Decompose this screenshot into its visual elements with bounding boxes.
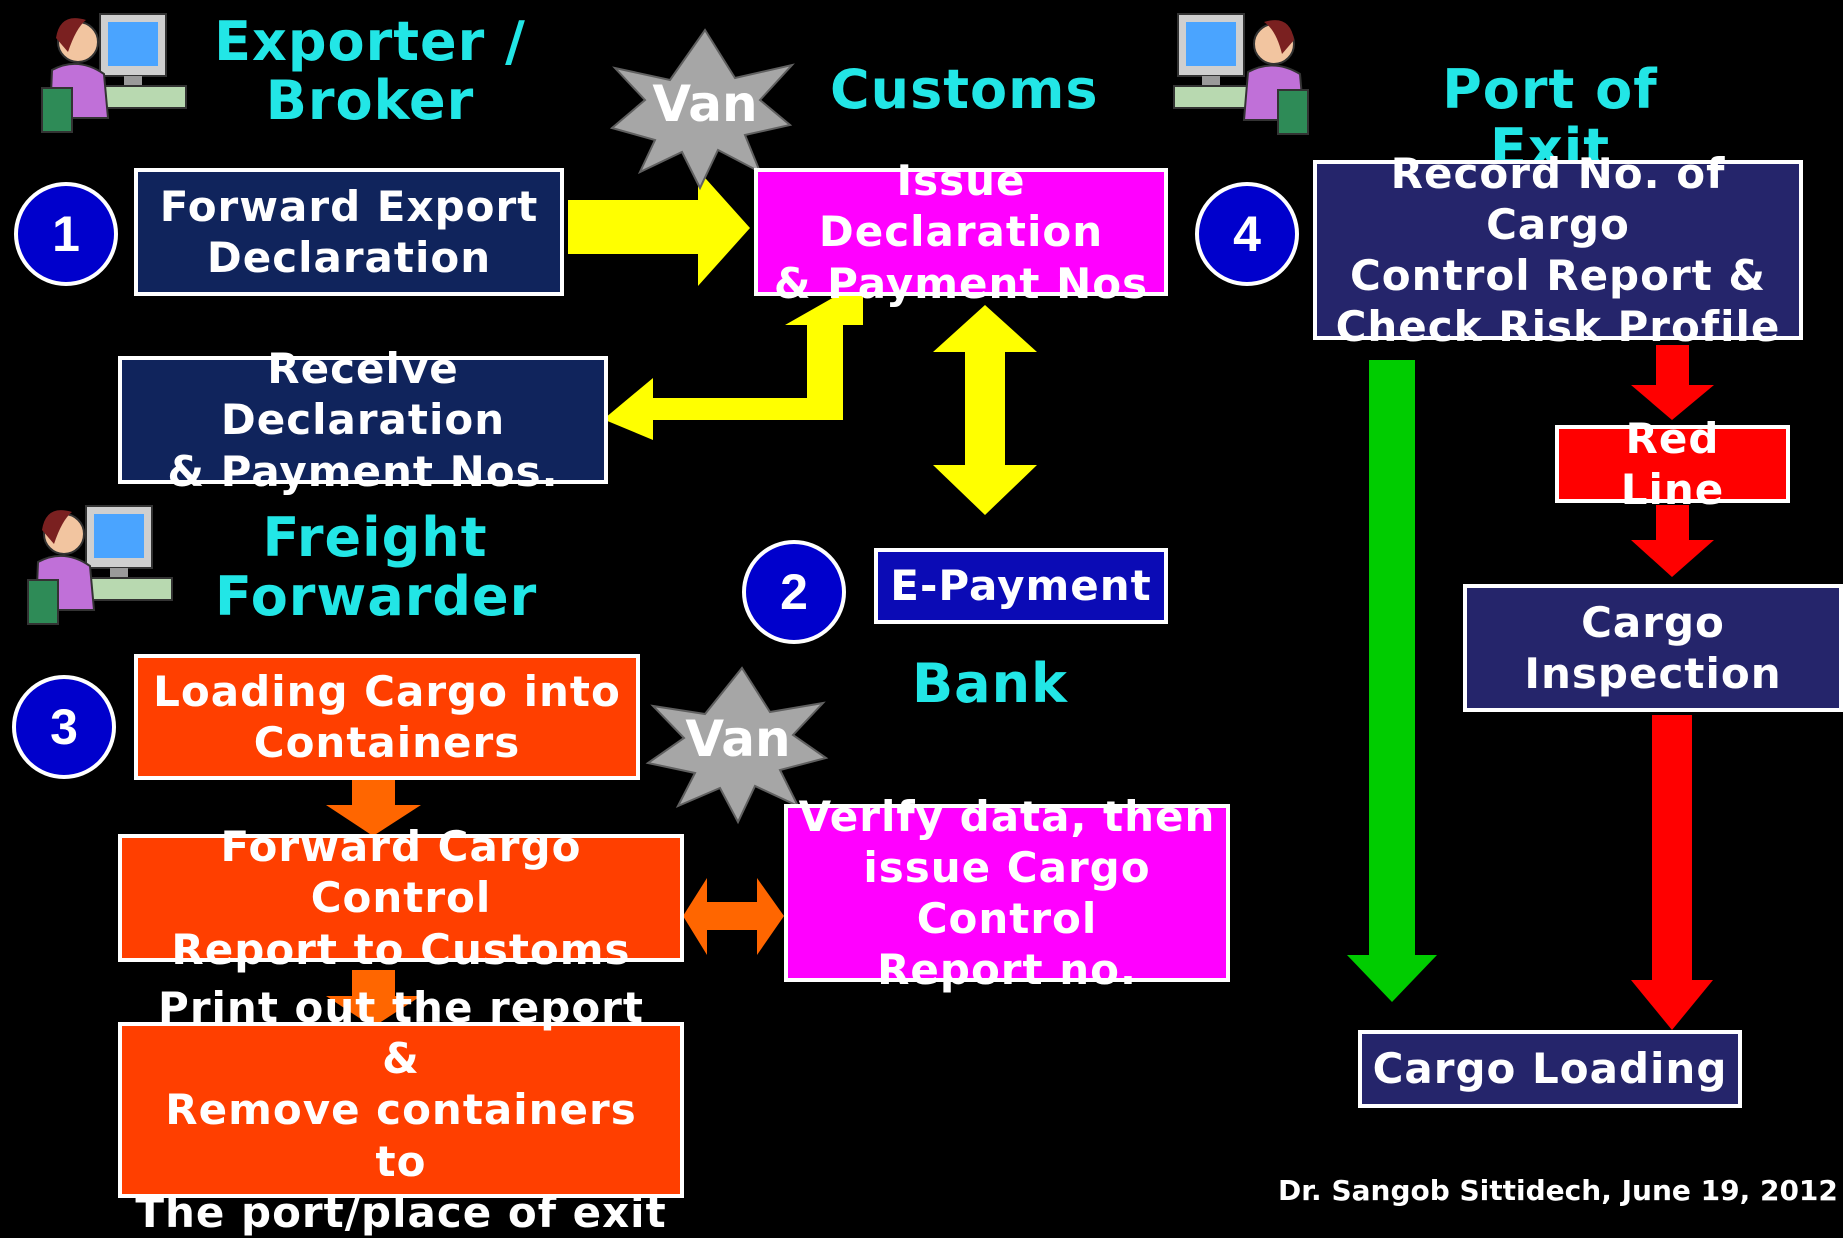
arrow-customs-bank	[933, 305, 1037, 515]
box-e-payment: E-Payment	[874, 548, 1168, 624]
arrow-forward-verify	[683, 878, 784, 955]
box-forward-cargo-control: Forward Cargo Control Report to Customs	[118, 822, 684, 974]
box-record-number: Record No. of Cargo Control Report & Che…	[1313, 149, 1803, 351]
arrow-forward-to-print	[326, 970, 421, 1027]
arrow-green-to-loading	[1347, 360, 1437, 1002]
heading-exporter-broker: Exporter / Broker	[214, 10, 526, 133]
arrow-redline-to-inspection	[1631, 505, 1714, 577]
box-cargo-loading: Cargo Loading	[1358, 1030, 1742, 1108]
heading-customs: Customs	[830, 58, 1099, 121]
heading-bank: Bank	[912, 652, 1068, 715]
footer-credit: Dr. Sangob Sittidech, June 19, 2012	[1278, 1174, 1838, 1207]
box-forward-export-declaration: Forward Export Declaration	[134, 168, 564, 296]
box-receive-declaration: Receive Declaration & Payment Nos.	[118, 344, 608, 496]
van-label: Van	[685, 710, 791, 768]
arrow-loading-to-forward	[326, 778, 421, 836]
heading-freight-forwarder: Freight Forwarder	[215, 506, 538, 629]
person-at-computer-icon	[27, 505, 173, 625]
arrow-record-to-redline	[1631, 345, 1714, 420]
starburst-van-icon	[645, 666, 829, 825]
step-number-3: 3	[12, 675, 116, 779]
flow-arrows	[27, 13, 1714, 1030]
box-red-line: Red Line	[1555, 414, 1790, 514]
step-number-4: 4	[1195, 182, 1299, 286]
starburst-van-icon	[609, 28, 795, 191]
box-loading-cargo: Loading Cargo into Containers	[134, 654, 640, 780]
van-label: Van	[652, 75, 758, 133]
person-at-computer-icon	[41, 13, 187, 133]
step-number-2: 2	[742, 540, 846, 644]
box-print-report: Print out the report & Remove containers…	[118, 983, 684, 1237]
arrow-export-to-customs	[568, 170, 750, 286]
box-verify-data: Verify data, then issue Cargo Control Re…	[784, 792, 1230, 994]
step-number-1: 1	[14, 182, 118, 286]
box-issue-declaration: Issue Declaration & Payment Nos	[754, 156, 1168, 308]
arrow-customs-to-receive	[605, 292, 863, 440]
box-cargo-inspection: Cargo Inspection	[1463, 584, 1843, 712]
person-at-computer-icon	[1173, 13, 1309, 135]
arrow-inspection-to-loading	[1631, 715, 1713, 1030]
